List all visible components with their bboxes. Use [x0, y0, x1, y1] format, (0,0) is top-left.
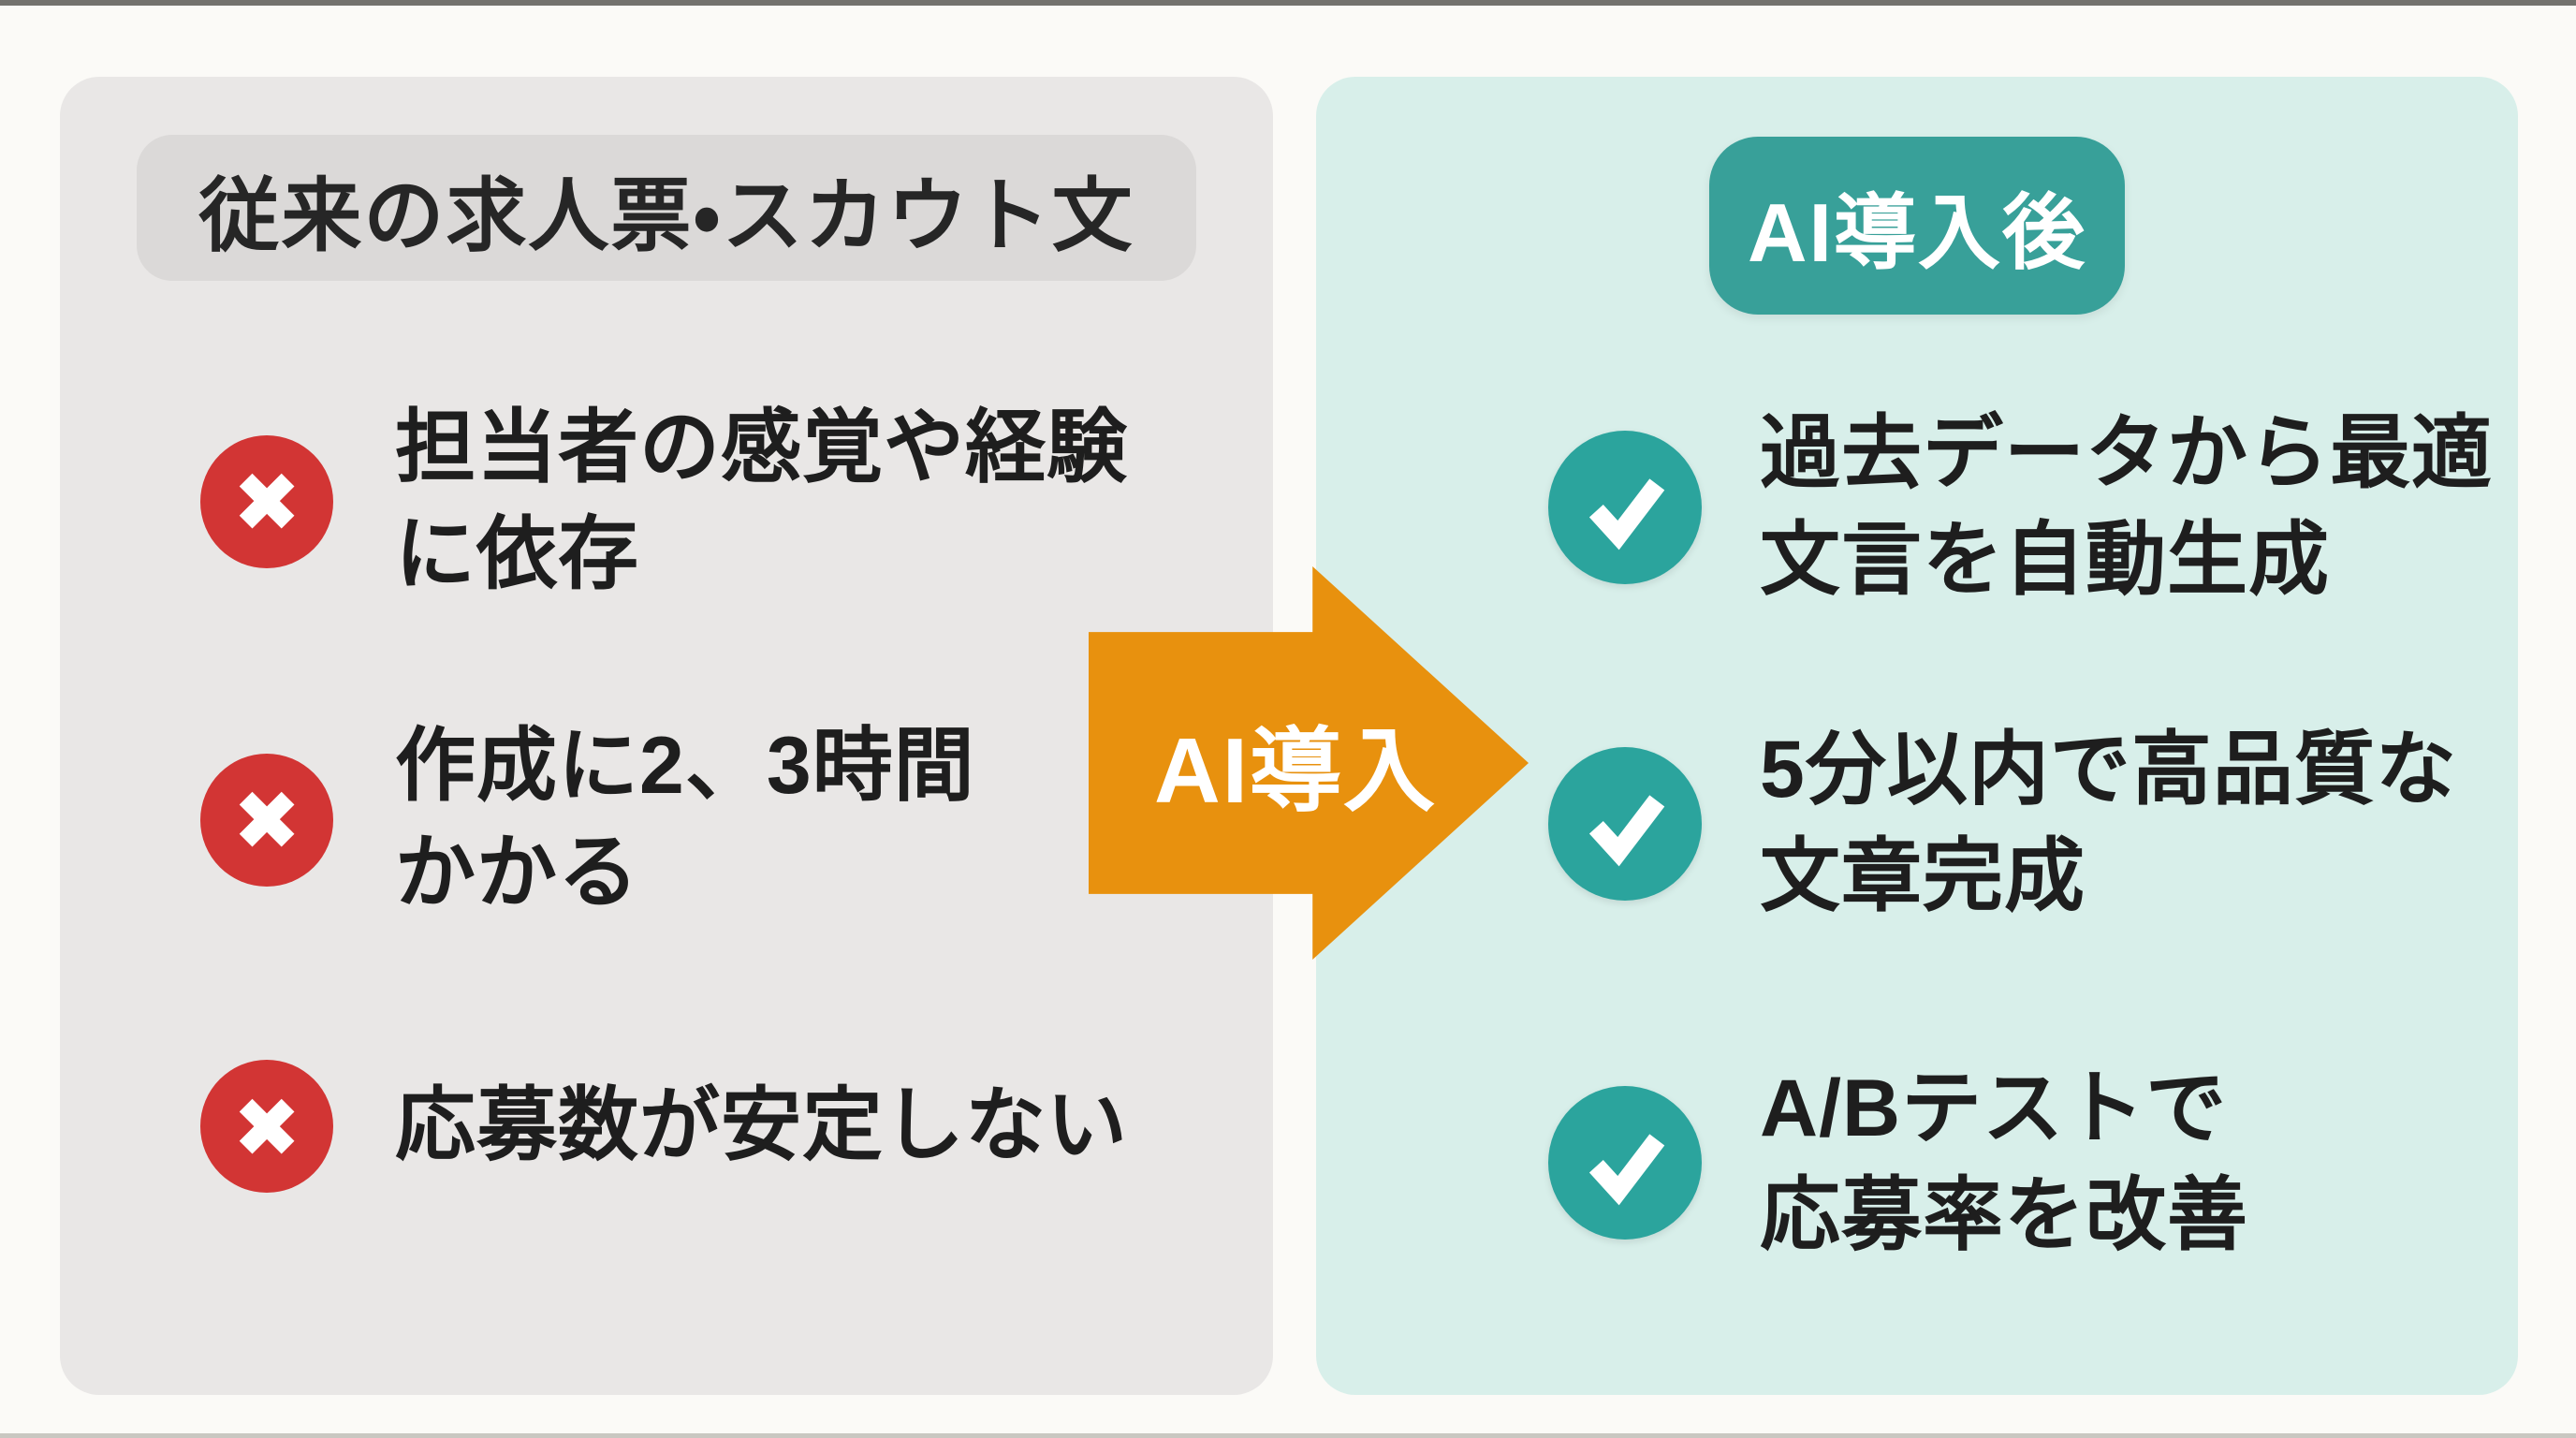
before-item-1: 担当者の感覚や経験 に依存 [200, 395, 1128, 608]
cross-icon [200, 434, 333, 568]
before-panel: 従来の求人票・スカウト文 担当者の感覚や経験 に依存 作成に2、3時間 かかる [60, 77, 1273, 1395]
after-item-2-text: 5分以内で高品質な 文章完成 [1760, 725, 2457, 921]
frame-edge-bottom [0, 1433, 2576, 1438]
check-icon [1548, 430, 1702, 584]
ai-adoption-arrow-label: AI導入 [1153, 719, 1437, 822]
before-panel-title: 従来の求人票・スカウト文 [137, 135, 1196, 281]
before-item-1-text: 担当者の感覚や経験 に依存 [395, 403, 1128, 599]
after-panel-title-badge: AI導入後 [1709, 137, 2125, 315]
after-item-3-text: A/Bテストで 応募率を改善 [1760, 1064, 2248, 1260]
after-panel: AI導入後 過去データから最適 文言を自動生成 5分以内で高品質な 文章完成 [1316, 77, 2518, 1395]
cross-icon [200, 753, 333, 887]
after-item-3: A/Bテストで 応募率を改善 [1548, 1056, 2248, 1269]
check-icon [1548, 1085, 1702, 1240]
before-item-2: 作成に2、3時間 かかる [200, 713, 975, 926]
after-item-1: 過去データから最適 文言を自動生成 [1548, 401, 2493, 613]
before-item-3: 応募数が安定しない [200, 1060, 1128, 1193]
before-item-3-text: 応募数が安定しない [395, 1080, 1128, 1171]
frame-edge-top [0, 0, 2576, 6]
check-icon [1548, 746, 1702, 901]
after-item-1-text: 過去データから最適 文言を自動生成 [1760, 408, 2493, 605]
before-item-2-text: 作成に2、3時間 かかる [395, 721, 975, 917]
after-item-2: 5分以内で高品質な 文章完成 [1548, 717, 2457, 930]
cross-icon [200, 1060, 333, 1193]
